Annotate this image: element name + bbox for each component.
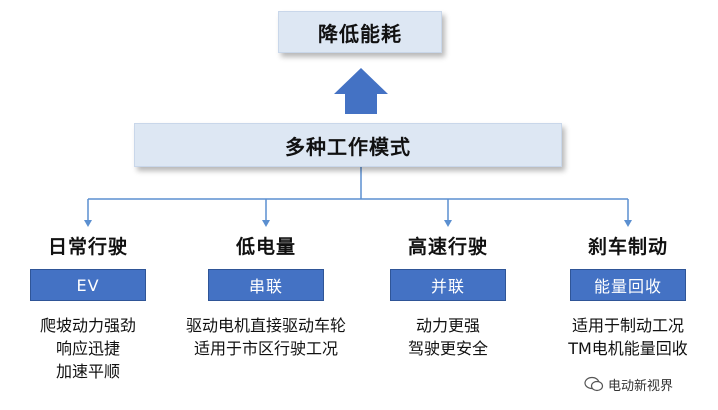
mode-tag-regen: 能量回收	[570, 269, 686, 301]
desc-line: 驾驶更安全	[407, 339, 488, 358]
desc-line: TM电机能量回收	[568, 339, 688, 358]
mode-desc-daily: 爬坡动力强劲 响应迅捷 加速平顺	[0, 314, 188, 383]
desc-line: 响应迅捷	[55, 339, 120, 358]
watermark: 电动新视界	[584, 372, 673, 396]
branch-arrow-2	[262, 220, 270, 227]
mode-desc-highway: 动力更强 驾驶更安全	[348, 314, 548, 360]
watermark-text: 电动新视界	[608, 378, 674, 394]
mode-tag-series: 串联	[208, 269, 324, 301]
desc-line: 适用于制动工况	[571, 316, 684, 335]
mode-title-highway: 高速行驶	[407, 236, 488, 258]
branch-arrow-3	[444, 220, 452, 227]
goal-label: 降低能耗	[318, 21, 402, 46]
mode-desc-low-battery: 驱动电机直接驱动车轮 适用于市区行驶工况	[166, 314, 366, 360]
mode-title-low-battery: 低电量	[235, 236, 296, 258]
mode-title-daily: 日常行驶	[47, 236, 128, 258]
mode-tag-ev: EV	[30, 269, 146, 301]
branch-arrow-4	[624, 220, 632, 227]
desc-line: 爬坡动力强劲	[39, 316, 136, 335]
chat-bubble-icon	[584, 376, 604, 392]
modes-box: 多种工作模式	[134, 123, 562, 167]
desc-line: 驱动电机直接驱动车轮	[185, 316, 346, 335]
desc-line: 动力更强	[415, 316, 480, 335]
up-arrow	[334, 68, 388, 114]
goal-box: 降低能耗	[278, 11, 442, 53]
desc-line: 适用于市区行驶工况	[193, 339, 338, 358]
branch-arrow-1	[84, 220, 92, 227]
mode-tag-parallel: 并联	[390, 269, 506, 301]
modes-label: 多种工作模式	[285, 134, 411, 159]
mode-desc-braking: 适用于制动工况 TM电机能量回收	[528, 314, 718, 360]
mode-title-braking: 刹车制动	[587, 236, 668, 258]
desc-line: 加速平顺	[55, 362, 120, 381]
